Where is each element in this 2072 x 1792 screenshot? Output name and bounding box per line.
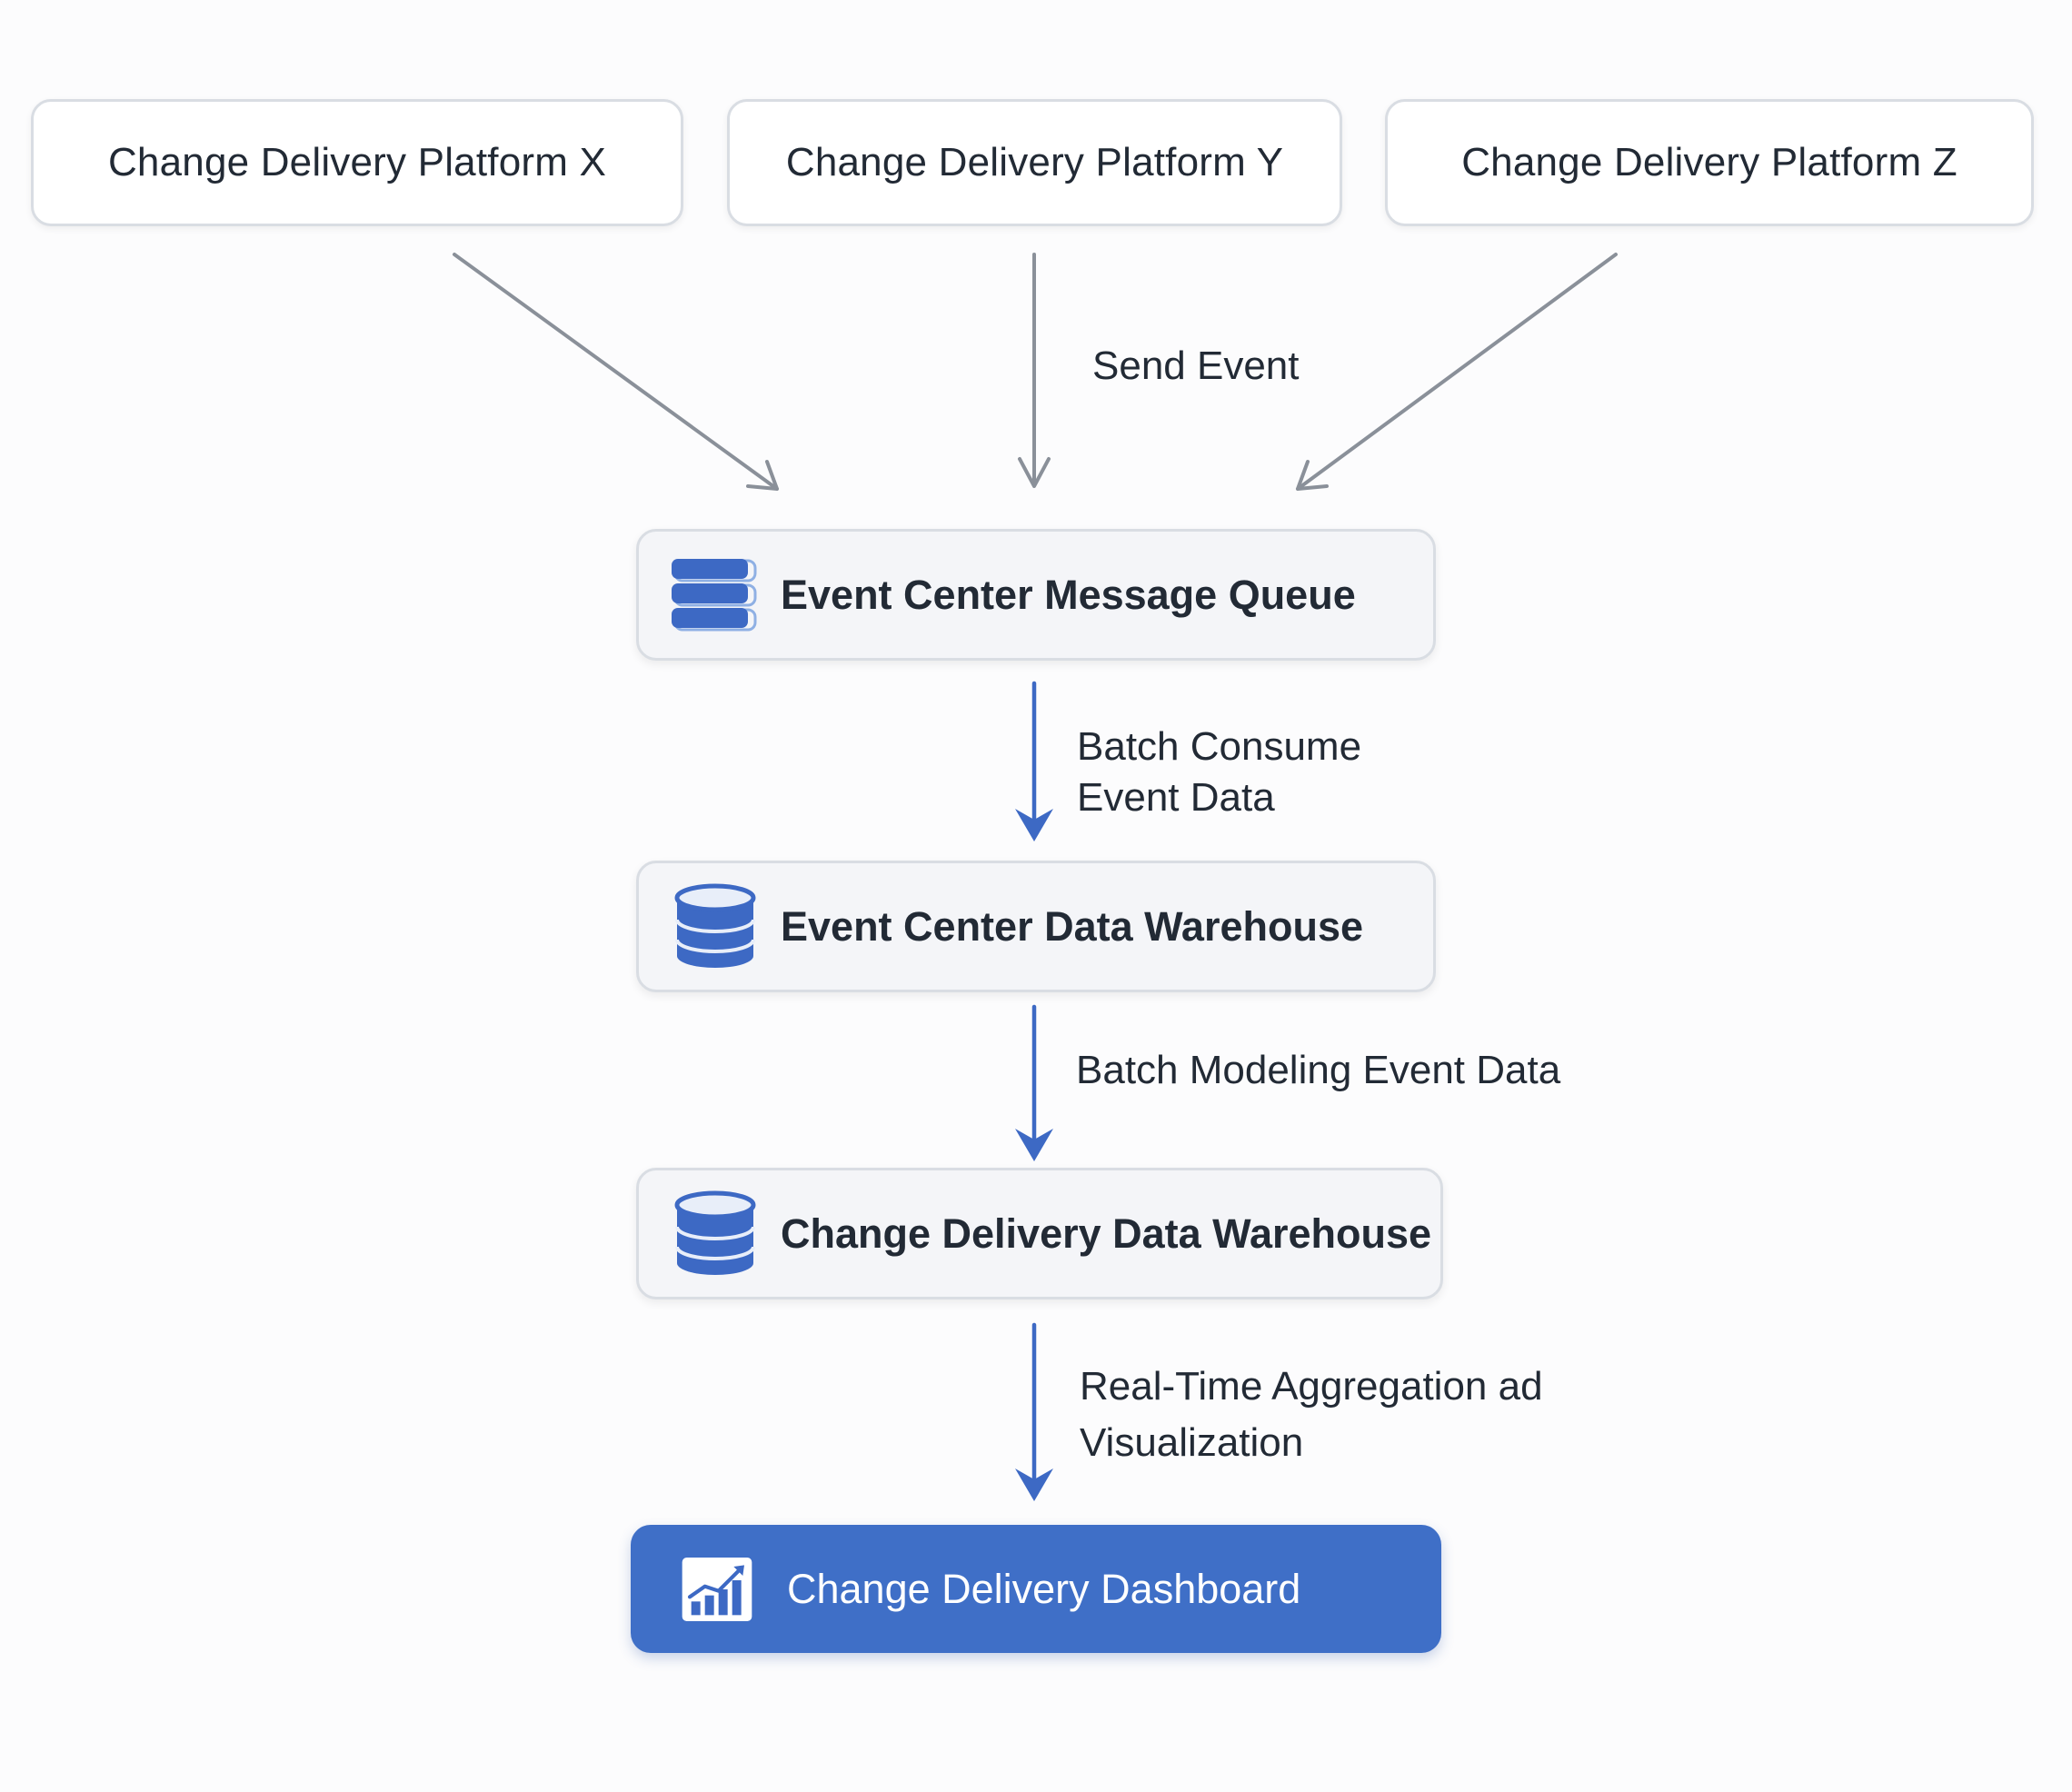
message-queue-label: Event Center Message Queue bbox=[781, 571, 1356, 618]
arrowhead-modeling bbox=[1015, 1129, 1053, 1161]
arrowhead-consume bbox=[1015, 809, 1053, 841]
dashboard-label: Change Delivery Dashboard bbox=[787, 1565, 1301, 1612]
platform-z-label: Change Delivery Platform Z bbox=[1461, 140, 1957, 184]
platform-z-node[interactable]: Change Delivery Platform Z bbox=[1385, 99, 2034, 226]
chart-icon bbox=[682, 1557, 752, 1621]
change-warehouse-node[interactable]: Change Delivery Data Warehouse bbox=[636, 1168, 1443, 1299]
platform-x-node[interactable]: Change Delivery Platform X bbox=[31, 99, 683, 226]
change-warehouse-label: Change Delivery Data Warehouse bbox=[781, 1210, 1432, 1257]
batch-consume-line-1: Batch Consume bbox=[1077, 724, 1362, 769]
aggregation-label: Real-Time Aggregation ad Visualization bbox=[1080, 1359, 1543, 1471]
database-icon bbox=[674, 883, 756, 968]
platform-x-label: Change Delivery Platform X bbox=[107, 140, 607, 184]
event-warehouse-label: Event Center Data Warehouse bbox=[781, 902, 1364, 950]
send-event-label: Send Event bbox=[1092, 343, 1300, 388]
arrowhead-x bbox=[746, 460, 779, 491]
database-icon bbox=[674, 1190, 756, 1275]
aggregation-line-2: Visualization bbox=[1080, 1420, 1304, 1465]
arrowhead-y bbox=[1018, 457, 1051, 488]
platform-y-label: Change Delivery Platform Y bbox=[785, 140, 1284, 184]
message-queue-icon bbox=[672, 558, 757, 631]
platform-y-node[interactable]: Change Delivery Platform Y bbox=[727, 99, 1342, 226]
dashboard-node[interactable]: Change Delivery Dashboard bbox=[631, 1525, 1441, 1653]
arrowhead-z bbox=[1296, 460, 1329, 491]
arrowhead-aggregation bbox=[1015, 1468, 1053, 1501]
batch-consume-label: Batch Consume Event Data bbox=[1077, 722, 1361, 823]
aggregation-line-1: Real-Time Aggregation ad bbox=[1080, 1364, 1543, 1409]
arrow-platform-z-to-queue bbox=[1296, 253, 1618, 491]
batch-modeling-label: Batch Modeling Event Data bbox=[1076, 1048, 1561, 1092]
event-warehouse-node[interactable]: Event Center Data Warehouse bbox=[636, 861, 1436, 992]
batch-consume-line-2: Event Data bbox=[1077, 775, 1275, 820]
message-queue-node[interactable]: Event Center Message Queue bbox=[636, 529, 1436, 661]
arrow-platform-x-to-queue bbox=[453, 253, 779, 491]
